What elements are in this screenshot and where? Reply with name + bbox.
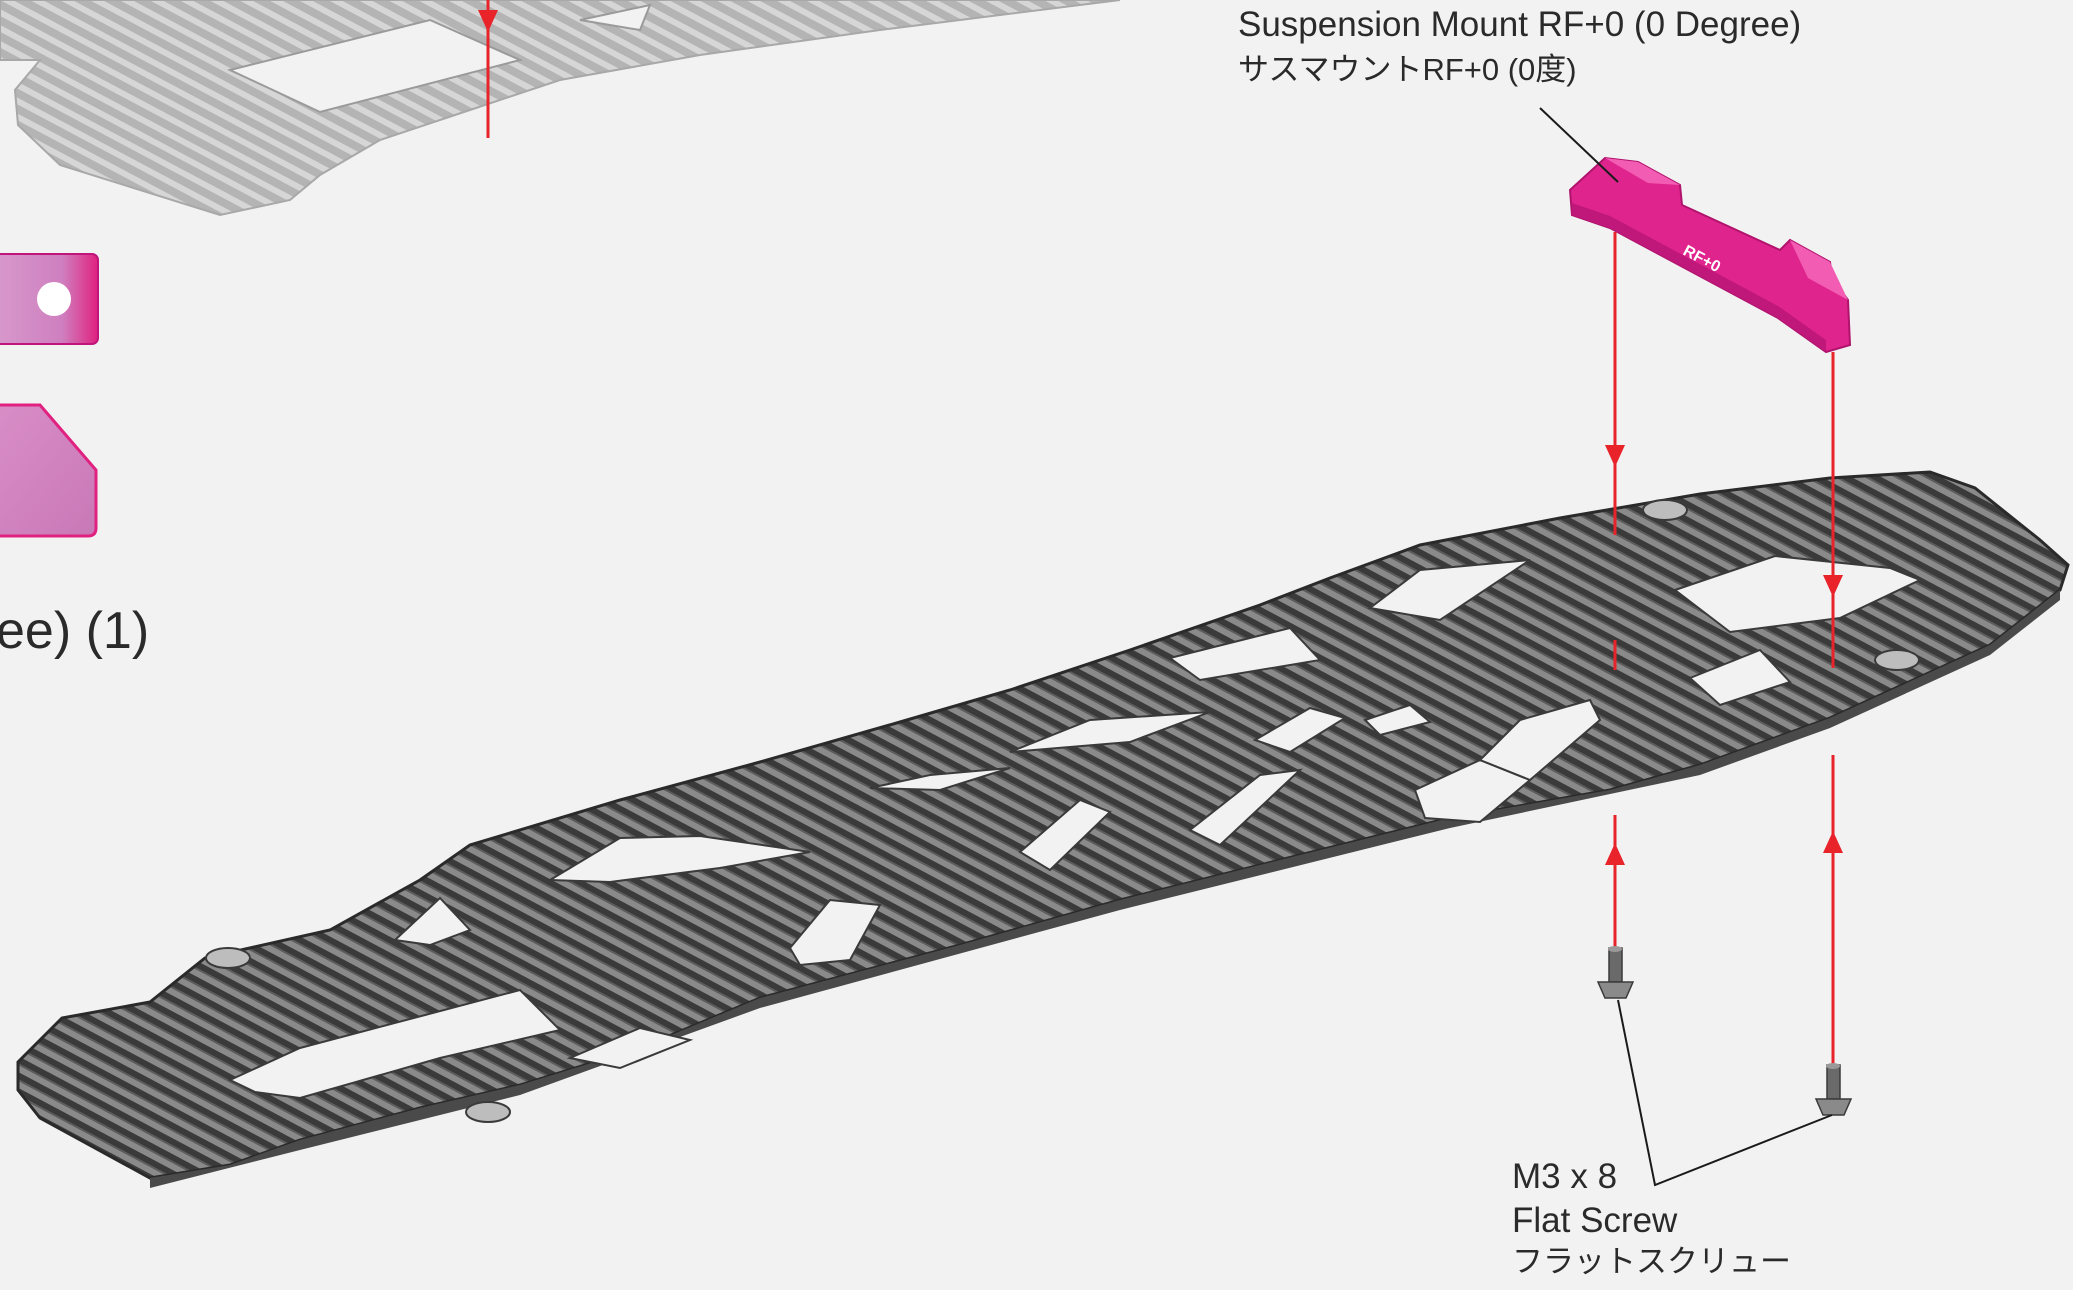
suspension-mount-part: RF+0 <box>1568 156 1852 354</box>
main-chassis-plate <box>16 470 2070 1188</box>
leader-lines <box>1539 107 1833 1187</box>
part-preview-square <box>0 253 99 345</box>
screw-name-label-en: Flat Screw <box>1512 1201 1678 1240</box>
chassis-mount-holes <box>205 499 1920 1123</box>
chassis-cutouts <box>227 554 1923 1100</box>
partial-part-label: ee) (1) <box>0 602 149 660</box>
assembly-arrows <box>1605 232 1843 1065</box>
suspension-mount-label-jp: サスマウントRF+0 (0度) <box>1238 52 1577 87</box>
flat-screw-left <box>1596 946 1635 999</box>
page-bottom-edge <box>0 1290 2073 1298</box>
part-preview-bracket <box>0 403 98 538</box>
upper-arrow <box>478 0 498 138</box>
screw-size-label: M3 x 8 <box>1512 1157 1617 1196</box>
upper-chassis-plate <box>0 0 1121 217</box>
suspension-mount-label-en: Suspension Mount RF+0 (0 Degree) <box>1238 5 1801 44</box>
screw-name-label-jp: フラットスクリュー <box>1512 1244 1791 1279</box>
flat-screw-right <box>1814 1063 1853 1116</box>
